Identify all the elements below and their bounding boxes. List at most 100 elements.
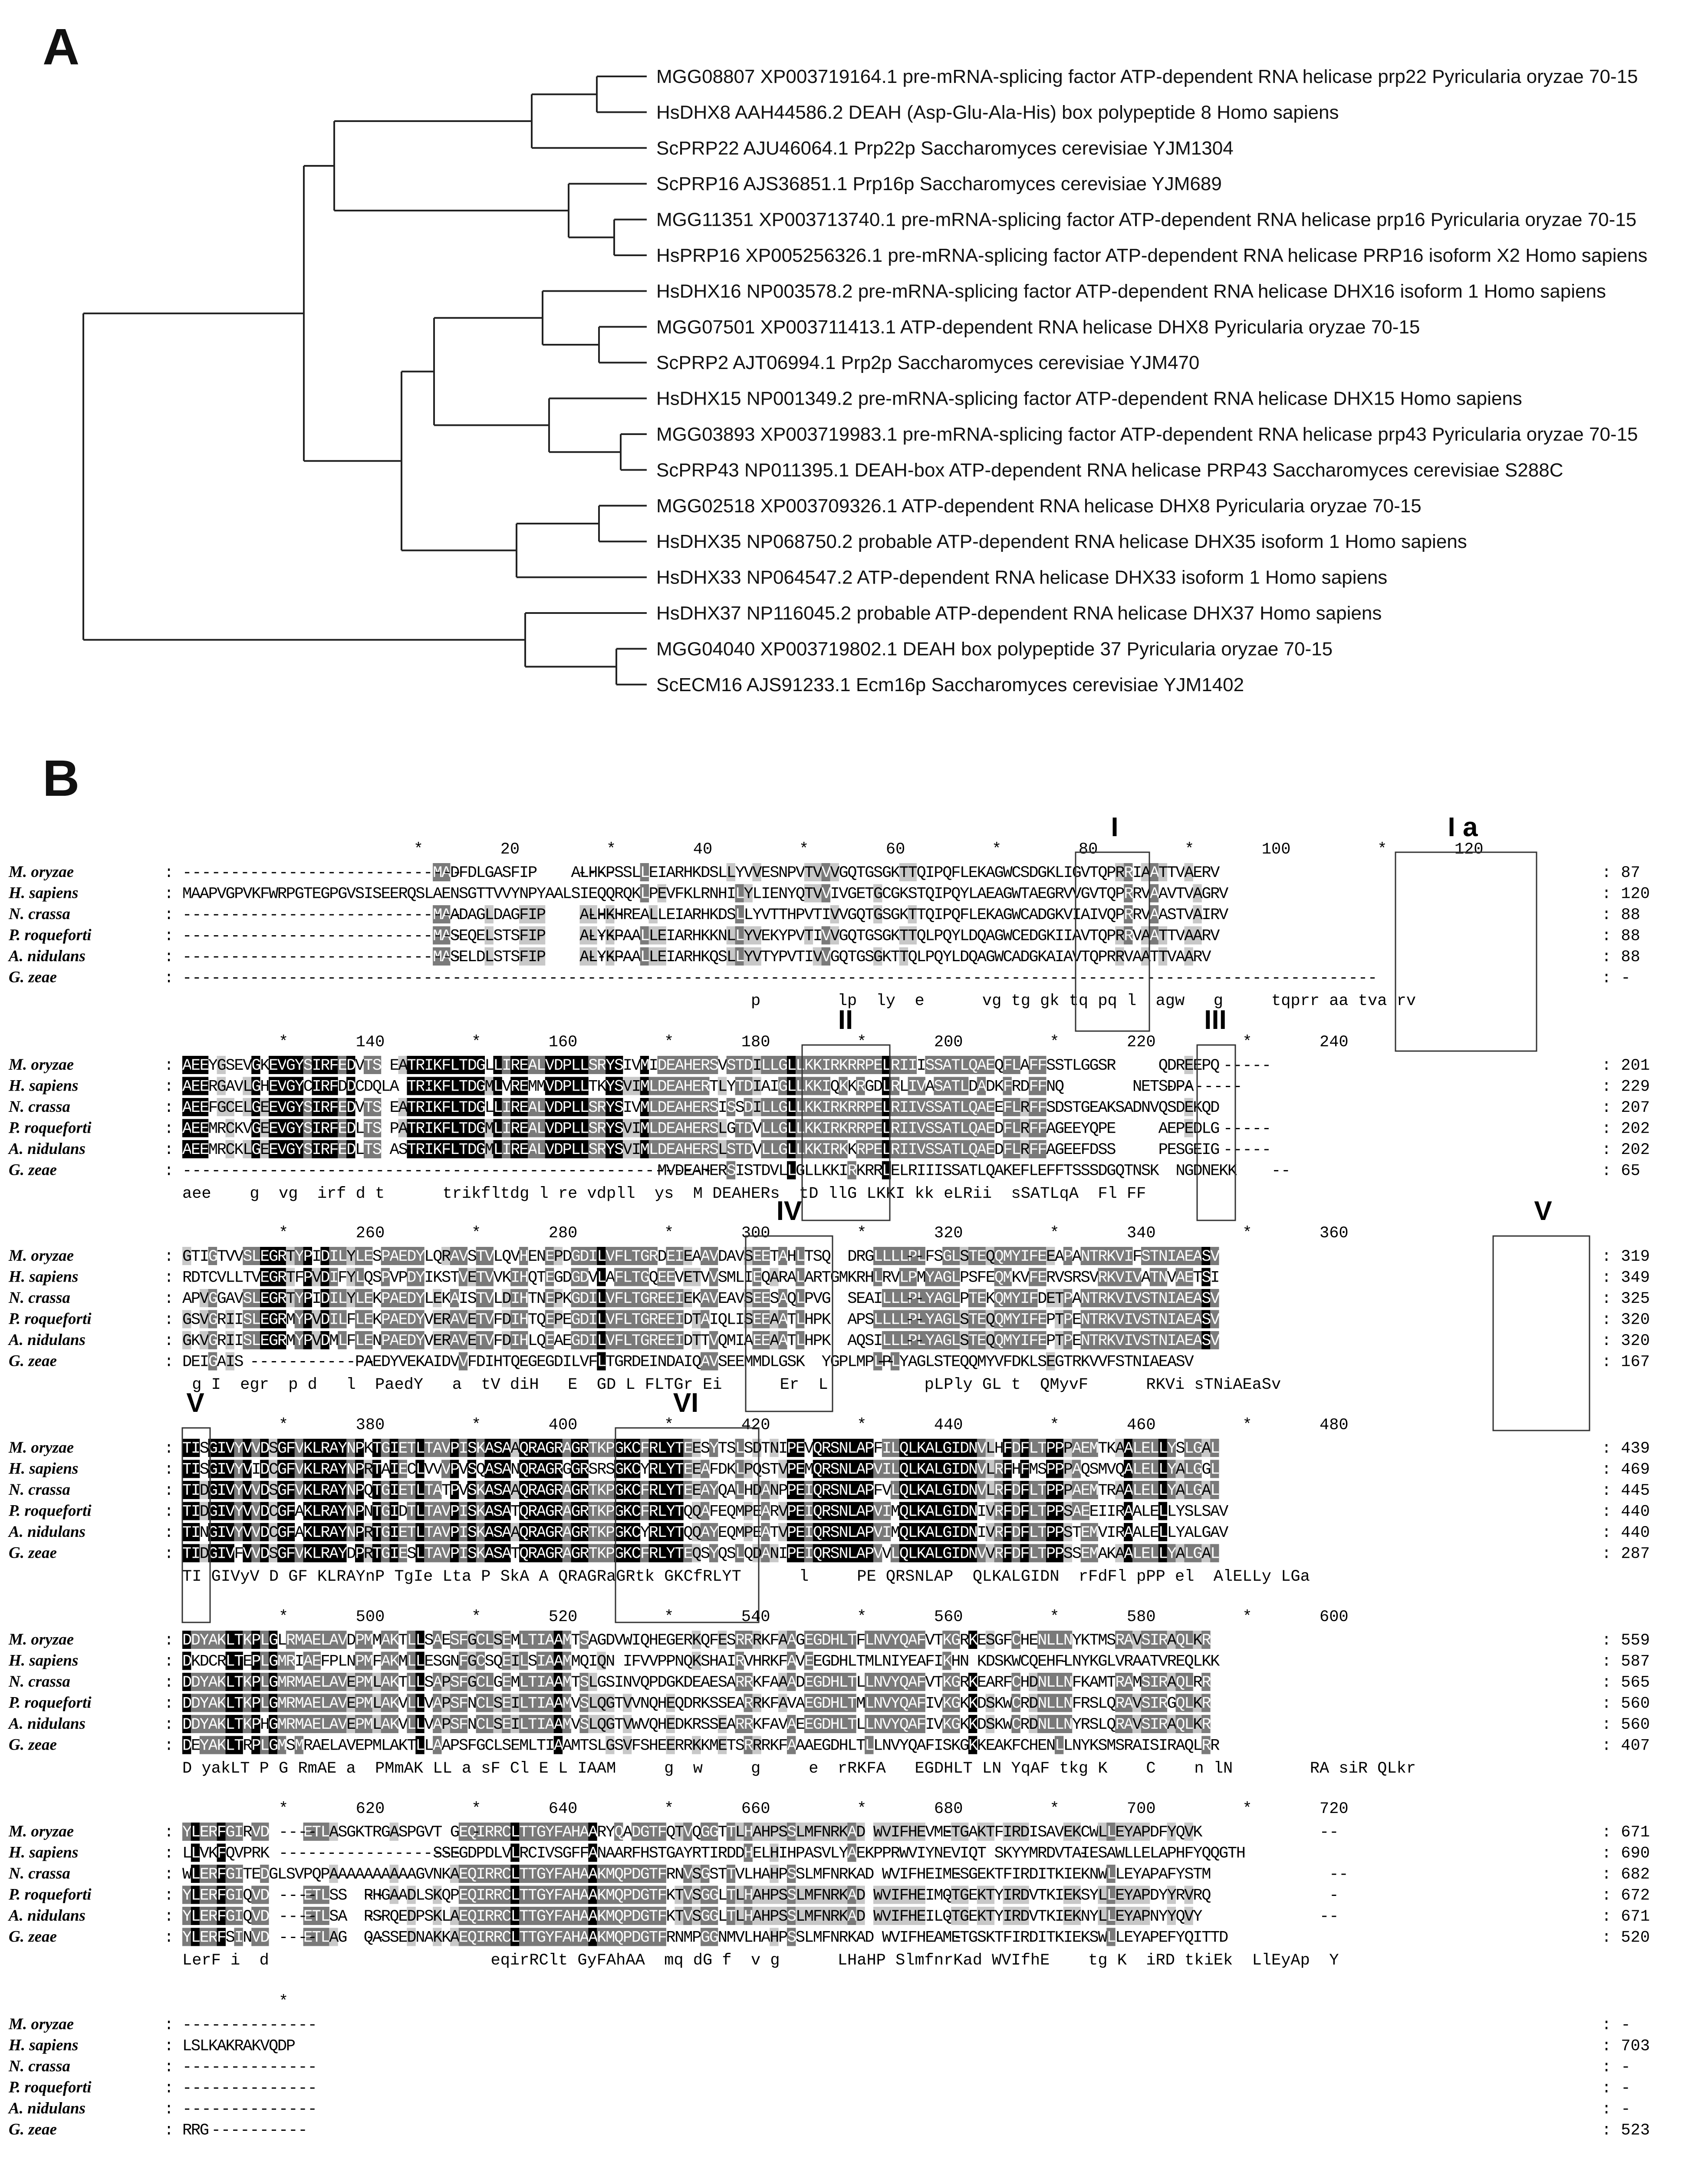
residue: E: [381, 885, 391, 903]
species-name: P. roqueforti: [8, 1119, 92, 1137]
residue: Y: [640, 1524, 650, 1542]
residue-shade: [1193, 905, 1202, 923]
residue: F: [977, 1269, 987, 1287]
residue: K: [986, 906, 996, 924]
residue: R: [1098, 1269, 1107, 1287]
residue: R: [554, 1524, 563, 1542]
row-end-position: : 88: [1602, 948, 1640, 966]
residue-shade: [528, 905, 537, 923]
residue: V: [459, 1461, 468, 1479]
motif-box: [1492, 1235, 1590, 1431]
residue: T: [934, 1632, 943, 1650]
row-separator: :: [164, 1120, 174, 1138]
residue: H: [830, 1632, 840, 1650]
residue: D: [718, 1461, 727, 1479]
residue: S: [459, 885, 468, 903]
residue: I: [217, 1461, 227, 1479]
residue: T: [234, 1632, 244, 1650]
residue-shade: [1124, 926, 1133, 945]
residue: G: [1003, 885, 1013, 903]
residue: A: [571, 864, 581, 882]
residue: C: [476, 1632, 486, 1650]
row-separator: :: [164, 948, 174, 966]
residue: T: [917, 885, 926, 903]
residue: T: [372, 1482, 382, 1500]
residue: S: [770, 864, 779, 882]
residue: E: [752, 1524, 762, 1542]
residue: I: [813, 927, 823, 946]
residue: E: [398, 1524, 408, 1542]
residue: M: [510, 1632, 520, 1650]
residue: F: [286, 1461, 296, 1479]
tree-leaf-label: ScPRP22 AJU46064.1 Prp22p Saccharomyces …: [656, 138, 1234, 159]
residue: I: [459, 1545, 468, 1563]
residue: F: [1020, 1545, 1030, 1563]
species-name: M. oryzae: [8, 1056, 74, 1074]
residue: L: [1132, 1482, 1142, 1500]
residue: G: [545, 1461, 555, 1479]
residue: Q: [899, 1674, 909, 1692]
residue: K: [899, 885, 909, 903]
residue: Y: [666, 1482, 675, 1500]
residue: V: [571, 1695, 581, 1713]
residue: A: [1141, 927, 1151, 946]
residue: Q: [718, 1482, 727, 1500]
residue: I: [675, 906, 684, 924]
residue: E: [856, 885, 866, 903]
residue: I: [761, 885, 770, 903]
residue: G: [597, 1674, 606, 1692]
residue: F: [1020, 1503, 1030, 1521]
residue: E: [1081, 1482, 1090, 1500]
residue: I: [459, 1524, 468, 1542]
residue: S: [709, 864, 719, 882]
residue: T: [908, 864, 918, 882]
tree-leaf-label: HsDHX15 NP001349.2 pre-mRNA-splicing fac…: [656, 388, 1522, 409]
residue: N: [968, 1524, 978, 1542]
residue: I: [666, 927, 675, 946]
residue: M: [277, 1674, 287, 1692]
residue: Y: [1167, 1482, 1177, 1500]
residue: T: [1089, 927, 1099, 946]
residue: A: [554, 885, 564, 903]
residue: Q: [951, 885, 961, 903]
residue: S: [493, 1545, 503, 1563]
residue: P: [1106, 927, 1116, 946]
residue: Y: [666, 1503, 675, 1521]
residue: S: [571, 885, 581, 903]
residue: V: [1132, 1269, 1142, 1287]
residue: D: [200, 1503, 209, 1521]
residue: D: [683, 1674, 693, 1692]
residue: Q: [528, 1269, 537, 1287]
residue: C: [632, 1503, 641, 1521]
residue: L: [1150, 1482, 1159, 1500]
residue: Q: [1106, 1695, 1116, 1713]
residue: T: [1072, 1524, 1082, 1542]
residue: L: [519, 1695, 529, 1713]
residue: P: [606, 1440, 615, 1458]
row-end-position: : 559: [1602, 1632, 1650, 1650]
residue-shade: [804, 863, 813, 881]
residue: V: [1219, 906, 1228, 924]
residue: Y: [234, 1503, 244, 1521]
residue: E: [1141, 1545, 1151, 1563]
residue: E: [804, 1674, 814, 1692]
residue: Q: [606, 885, 615, 903]
residue: G: [796, 1632, 805, 1650]
residue: D: [606, 1632, 615, 1650]
residue-shade: [804, 926, 813, 945]
residue: G: [571, 1461, 581, 1479]
residue: L: [407, 1632, 416, 1650]
residue: V: [251, 1440, 261, 1458]
residue: I: [1201, 906, 1211, 924]
residue: Y: [891, 1695, 900, 1713]
residue: V: [977, 1482, 987, 1500]
residue-shade: [735, 884, 744, 903]
residue: A: [502, 906, 512, 924]
residue: I: [390, 1503, 399, 1521]
residue: L: [597, 1269, 606, 1287]
residue: A: [986, 864, 996, 882]
residue: S: [450, 1632, 460, 1650]
residue: H: [830, 1674, 840, 1692]
residue: F: [761, 1674, 770, 1692]
